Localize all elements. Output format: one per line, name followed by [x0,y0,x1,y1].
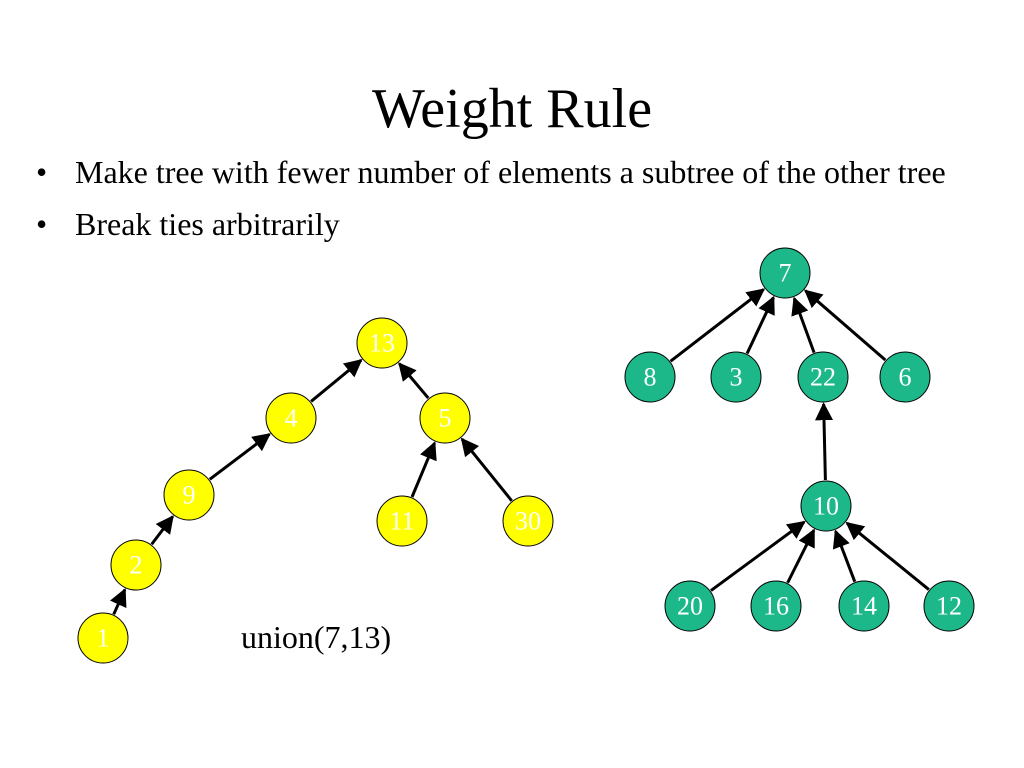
yellow-tree-node-1: 1 [77,612,129,664]
node-circle [624,351,676,403]
green-tree-node-20: 20 [664,580,716,632]
node-circle [923,580,975,632]
node-circle [110,539,162,591]
tree-edge-8-to-7 [669,288,766,363]
tree-edge-16-to-10 [786,528,816,584]
node-label: 16 [763,592,789,621]
node-label: 7 [779,259,792,288]
tree-edge-10-to-22 [815,402,834,481]
node-label: 9 [183,481,196,510]
node-circle [797,351,849,403]
node-circle [800,480,852,532]
node-label: 22 [810,363,836,392]
node-circle [265,392,317,444]
bullet-symbol: • [36,154,48,190]
yellow-tree-node-11: 11 [376,495,428,547]
node-circle [376,495,428,547]
slide-title: Weight Rule [371,78,653,140]
green-tree-node-7: 7 [759,247,811,299]
tree-edge-22-to-7 [791,296,816,354]
yellow-tree-node-30: 30 [502,495,554,547]
green-tree-node-8: 8 [624,351,676,403]
node-label: 14 [851,592,877,621]
node-circle [163,469,215,521]
green-tree-node-16: 16 [750,580,802,632]
node-circle [664,580,716,632]
green-tree-node-22: 22 [797,351,849,403]
node-circle [838,580,890,632]
tree-edge-1-to-2 [110,587,127,615]
node-label: 3 [730,363,743,392]
tree-edge-12-to-10 [845,521,930,591]
node-label: 30 [515,507,541,536]
yellow-tree-node-4: 4 [265,392,317,444]
yellow-tree-node-2: 2 [110,539,162,591]
tree-edge-9-to-4 [208,433,271,481]
green-tree-node-14: 14 [838,580,890,632]
node-label: 5 [439,404,452,433]
tree-edge-4-to-13 [310,359,363,403]
bullet-text: Make tree with fewer number of elements … [75,154,946,190]
node-circle [419,392,471,444]
bullet-symbol: • [36,206,48,242]
green-tree-node-6: 6 [879,351,931,403]
node-label: 12 [936,592,962,621]
node-circle [356,317,408,369]
yellow-tree-node-13: 13 [356,317,408,369]
tree-edge-6-to-7 [804,289,887,362]
node-circle [750,580,802,632]
tree-edge-20-to-10 [710,520,806,592]
node-label: 11 [389,507,414,536]
node-label: 1 [97,624,110,653]
node-circle [879,351,931,403]
tree-edge-11-to-5 [410,441,437,498]
node-label: 20 [677,592,703,621]
node-label: 8 [644,363,657,392]
node-circle [502,495,554,547]
green-tree-node-3: 3 [710,351,762,403]
edge-layer [110,288,930,615]
node-circle [710,351,762,403]
tree-edge-30-to-5 [460,437,513,502]
tree-edge-5-to-13 [398,362,430,400]
node-label: 10 [813,492,839,521]
yellow-tree-node-9: 9 [163,469,215,521]
node-circle [759,247,811,299]
bullet-item: • Break ties arbitrarily [36,204,1011,244]
node-label: 4 [285,404,298,433]
tree-edge-14-to-10 [832,529,857,583]
bullet-item: • Make tree with fewer number of element… [36,152,1011,192]
node-label: 2 [130,551,143,580]
node-layer: 13 4 5 9 11 30 2 1 7 8 3 22 6 10 20 16 14 12 [77,247,975,664]
node-label: 13 [369,329,395,358]
node-label: 6 [899,363,912,392]
yellow-tree-node-5: 5 [419,392,471,444]
tree-edge-2-to-9 [150,515,174,546]
green-tree-node-10: 10 [800,480,852,532]
union-caption: union(7,13) [241,619,392,655]
bullet-text: Break ties arbitrarily [75,206,340,242]
node-circle [77,612,129,664]
tree-edge-3-to-7 [745,295,775,355]
green-tree-node-12: 12 [923,580,975,632]
bullet-list: • Make tree with fewer number of element… [36,152,1011,256]
